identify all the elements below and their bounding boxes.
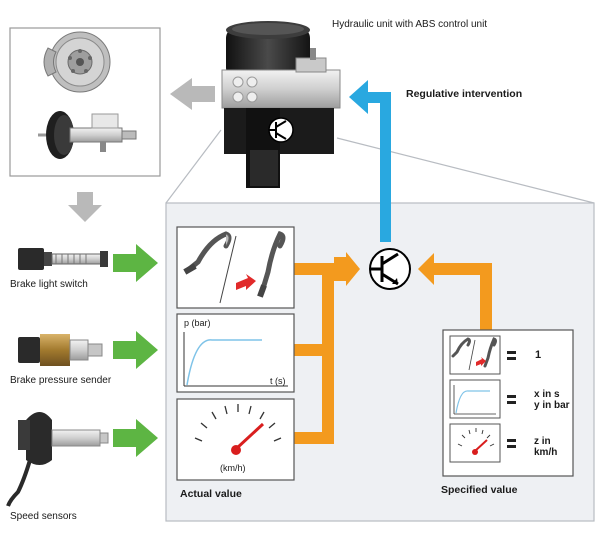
- pressure-graph-box: [176, 313, 295, 393]
- spec-pressure-value-line1: x in s: [534, 389, 560, 400]
- spec-pedal-value: 1: [535, 349, 542, 361]
- brake-components-box: [9, 27, 161, 177]
- brake-light-switch-label: Brake light switch: [10, 279, 88, 290]
- graph-y-axis-label: p (bar): [184, 318, 211, 328]
- spec-speed-value-line1: z in: [534, 436, 551, 447]
- speed-sensors-label: Speed sensors: [10, 511, 77, 522]
- perspective-line-left: [165, 129, 222, 204]
- spec-pressure-value-line2: y in bar: [534, 400, 570, 411]
- regulative-intervention-label: Regulative intervention: [406, 88, 523, 100]
- brake-light-switch-image: [18, 248, 108, 270]
- green-arrow-2: [113, 331, 158, 369]
- blue-arrow: [349, 80, 391, 242]
- green-arrow-1: [113, 244, 158, 282]
- gray-arrow-down: [68, 192, 102, 222]
- speed-gauge-box: [176, 398, 295, 481]
- gray-arrow-left: [170, 78, 215, 110]
- green-arrow-3: [113, 419, 158, 457]
- hydraulic-unit: [221, 21, 341, 188]
- speed-sensors-image: [6, 412, 109, 507]
- brake-pressure-sender-image: [18, 334, 103, 366]
- actual-value-label: Actual value: [180, 488, 242, 500]
- control-symbol-main: [369, 248, 411, 290]
- gauge-unit-label: (km/h): [220, 463, 246, 473]
- hydraulic-unit-label: Hydraulic unit with ABS control unit: [332, 19, 488, 30]
- perspective-line-right: [336, 137, 595, 204]
- spec-speed-value-line2: km/h: [534, 447, 558, 458]
- specified-value-label: Specified value: [441, 484, 518, 496]
- graph-x-axis-label: t (s): [270, 376, 286, 386]
- pedal-box: [176, 226, 295, 309]
- brake-pressure-sender-label: Brake pressure sender: [10, 375, 112, 386]
- specified-value-box: [442, 329, 574, 477]
- orange-connectors: [294, 252, 492, 444]
